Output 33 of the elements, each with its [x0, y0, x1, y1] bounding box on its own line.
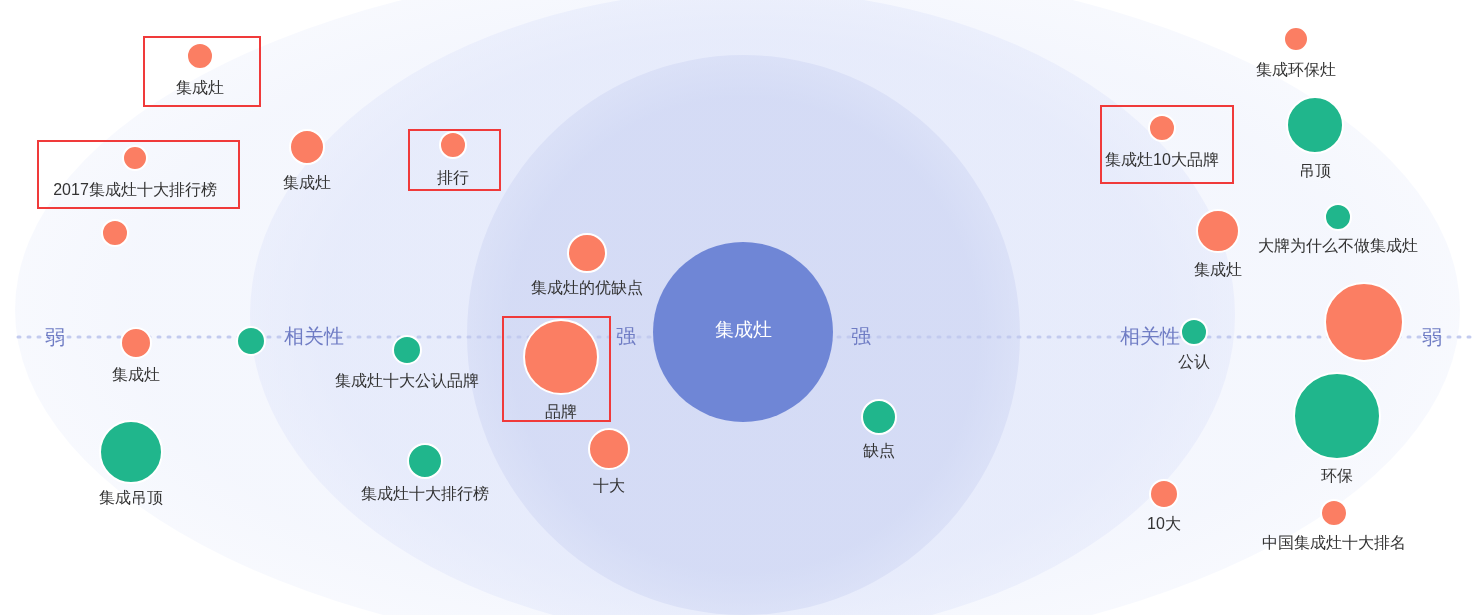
keyword-label: 集成灶 [714, 320, 772, 340]
keyword-label: 集成灶 [1194, 260, 1242, 280]
keyword-label: 大牌为什么不做集成灶 [1258, 236, 1418, 256]
keyword-label: 集成灶 [283, 173, 331, 193]
scale-label: 强 [851, 324, 871, 348]
keyword-label: 公认 [1178, 352, 1210, 372]
highlight-frame [408, 129, 501, 191]
keyword-label: 集成灶十大公认品牌 [335, 371, 479, 391]
scale-label: 强 [616, 324, 636, 348]
keyword-label: 排行 [437, 168, 469, 188]
keyword-label: 缺点 [863, 441, 895, 461]
keyword-label: 品牌 [545, 402, 577, 422]
keyword-label: 集成灶 [112, 365, 160, 385]
keyword-label: 集成环保灶 [1256, 60, 1336, 80]
scale-label: 相关性 [1120, 324, 1180, 348]
keyword-label: 集成灶十大排行榜 [361, 484, 489, 504]
keyword-label: 中国集成灶十大排名 [1262, 533, 1406, 553]
keyword-label: 2017集成灶十大排行榜 [53, 180, 217, 200]
highlight-frame [502, 316, 611, 422]
highlight-frame [143, 36, 261, 107]
keyword-label: 集成吊顶 [99, 488, 163, 508]
highlight-frame [1100, 105, 1234, 184]
keyword-label: 吊顶 [1299, 161, 1331, 181]
keyword-label: 集成灶的优缺点 [531, 278, 643, 298]
keyword-label: 集成灶 [176, 78, 224, 98]
scale-label: 弱 [1422, 325, 1442, 349]
keyword-label: 十大 [593, 476, 625, 496]
keyword-label: 集成灶10大品牌 [1105, 150, 1219, 170]
scale-label: 相关性 [284, 324, 344, 348]
keyword-label: 环保 [1321, 466, 1353, 486]
scale-label: 弱 [45, 325, 65, 349]
keyword-label: 10大 [1147, 514, 1181, 534]
highlight-frame [37, 140, 240, 209]
